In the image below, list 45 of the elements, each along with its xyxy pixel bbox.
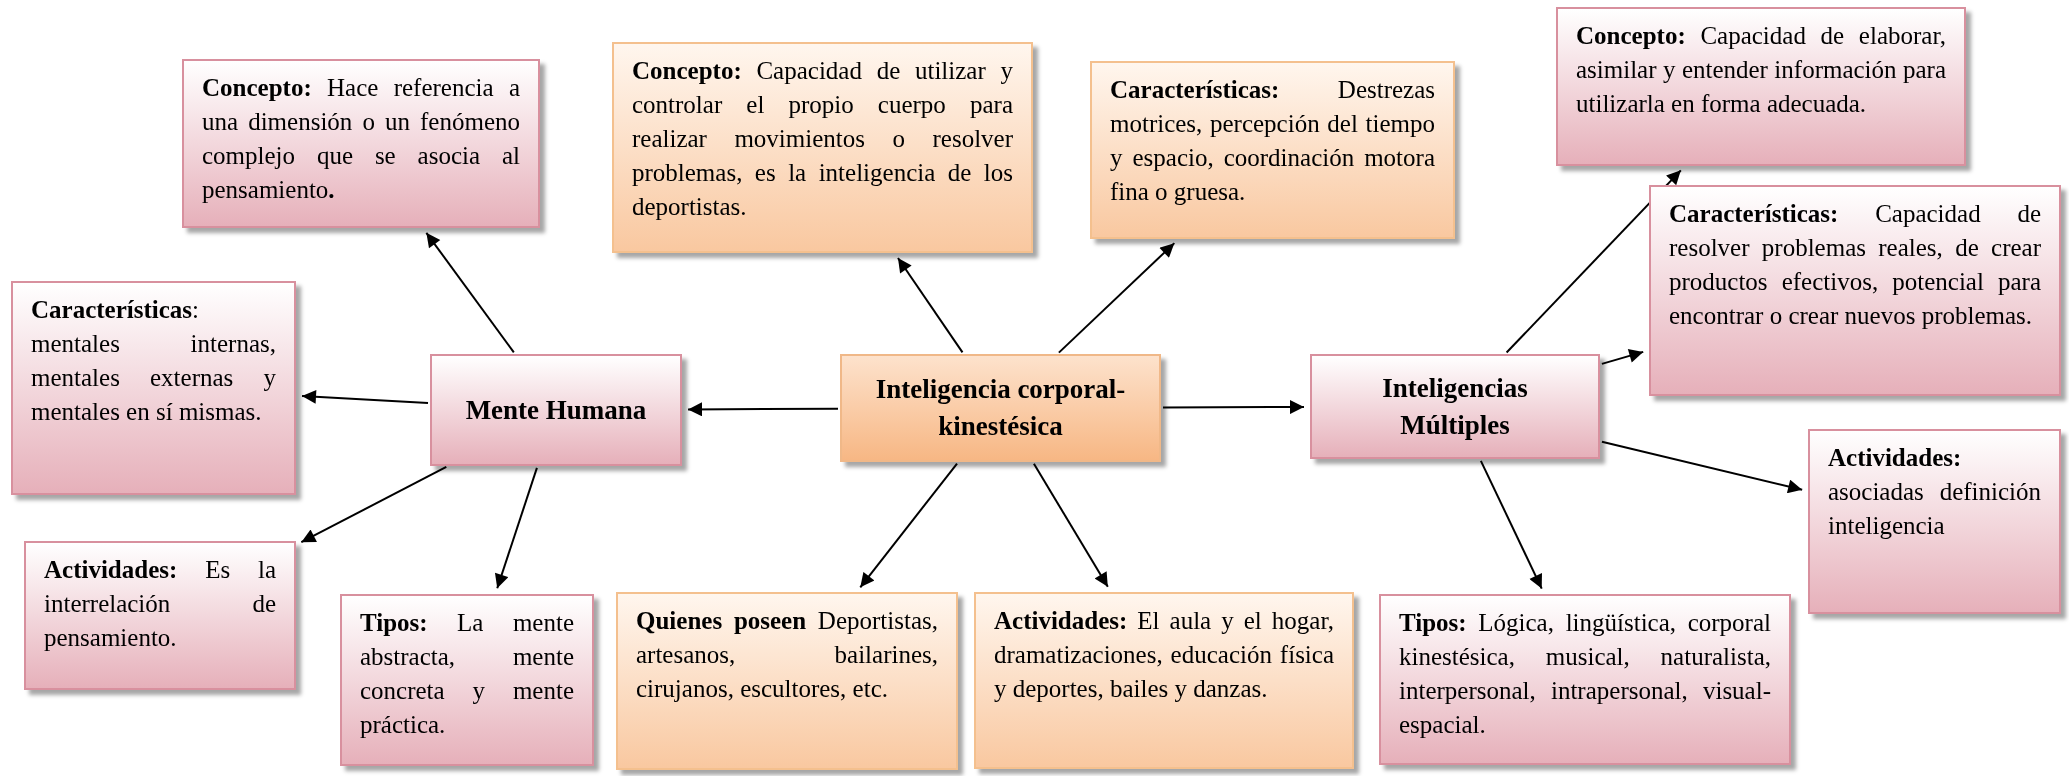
info-box: [11, 281, 296, 495]
info-box: [24, 541, 296, 690]
arrow: [1479, 459, 1543, 590]
info-box: [1556, 7, 1966, 166]
info-box: [1379, 594, 1791, 765]
info-text: Tipos: Lógica, lingüística, corporal kinestésica, musical, naturalista, interpersonal, intrapersonal, visual-espacial.: [1399, 608, 1771, 740]
concept-box: [430, 354, 682, 466]
info-text: Actividades:: [1828, 443, 1963, 473]
info-text: Concepto: Capacidad de utilizar y controlar el propio cuerpo para realizar movimientos o resolver problemas, es la inteligencia de los deportistas.: [632, 56, 1013, 222]
concept-box: [840, 354, 1161, 462]
arrow: [494, 466, 538, 590]
info-box: [1649, 185, 2061, 396]
info-box: [340, 594, 594, 766]
arrow: [896, 256, 964, 354]
arrow: [425, 231, 515, 354]
arrow: [1600, 440, 1804, 494]
arrow: [1162, 400, 1305, 415]
info-box: [612, 42, 1033, 253]
info-text: Tipos: La mente abstracta, mente concreta y mente práctica.: [360, 608, 574, 740]
info-text: asociadas definición inteligencia: [1828, 477, 2041, 541]
info-text: Características: mentales internas, mentales externas y mentales en sí mismas.: [31, 295, 276, 427]
info-text: Características: Destrezas motrices, percepción del tiempo y espacio, coordinación motora fina o gruesa.: [1110, 75, 1435, 207]
info-text: Características: Capacidad de resolver problemas reales, de crear productos efectivos, potencial para encontrar o crear nuevos problemas.: [1669, 199, 2041, 331]
info-box: [1090, 61, 1455, 239]
concept-box: [1310, 354, 1600, 459]
arrow: [1057, 242, 1176, 354]
arrow: [859, 462, 959, 589]
info-text: Actividades: El aula y el hogar, dramatizaciones, educación física y deportes, bailes y danzas.: [994, 606, 1334, 704]
arrow: [301, 389, 429, 404]
info-box: [974, 592, 1354, 769]
info-box: [616, 592, 958, 770]
arrow: [300, 465, 448, 544]
info-text: Actividades: Es la interrelación de pensamiento.: [44, 555, 276, 653]
arrow: [1600, 349, 1645, 365]
info-text: Concepto: Hace referencia a una dimensión o un fenómeno complejo que se asocia al pensamiento.: [202, 73, 520, 205]
info-box: [1808, 429, 2061, 614]
concept-title: Inteligencias Múltiples: [1381, 371, 1529, 442]
concept-title: Inteligencia corporal-kinestésica: [874, 373, 1127, 443]
info-text: Concepto: Capacidad de elaborar, asimilar y entender información para utilizarla en forma adecuada.: [1576, 21, 1946, 119]
arrow: [1505, 169, 1682, 354]
info-box: [182, 59, 540, 228]
arrow: [687, 402, 839, 417]
info-text: Quienes poseen Deportistas, artesanos, bailarines, cirujanos, escultores, etc.: [636, 606, 938, 704]
arrow: [1032, 462, 1109, 588]
concept-title: Mente Humana: [465, 393, 647, 427]
